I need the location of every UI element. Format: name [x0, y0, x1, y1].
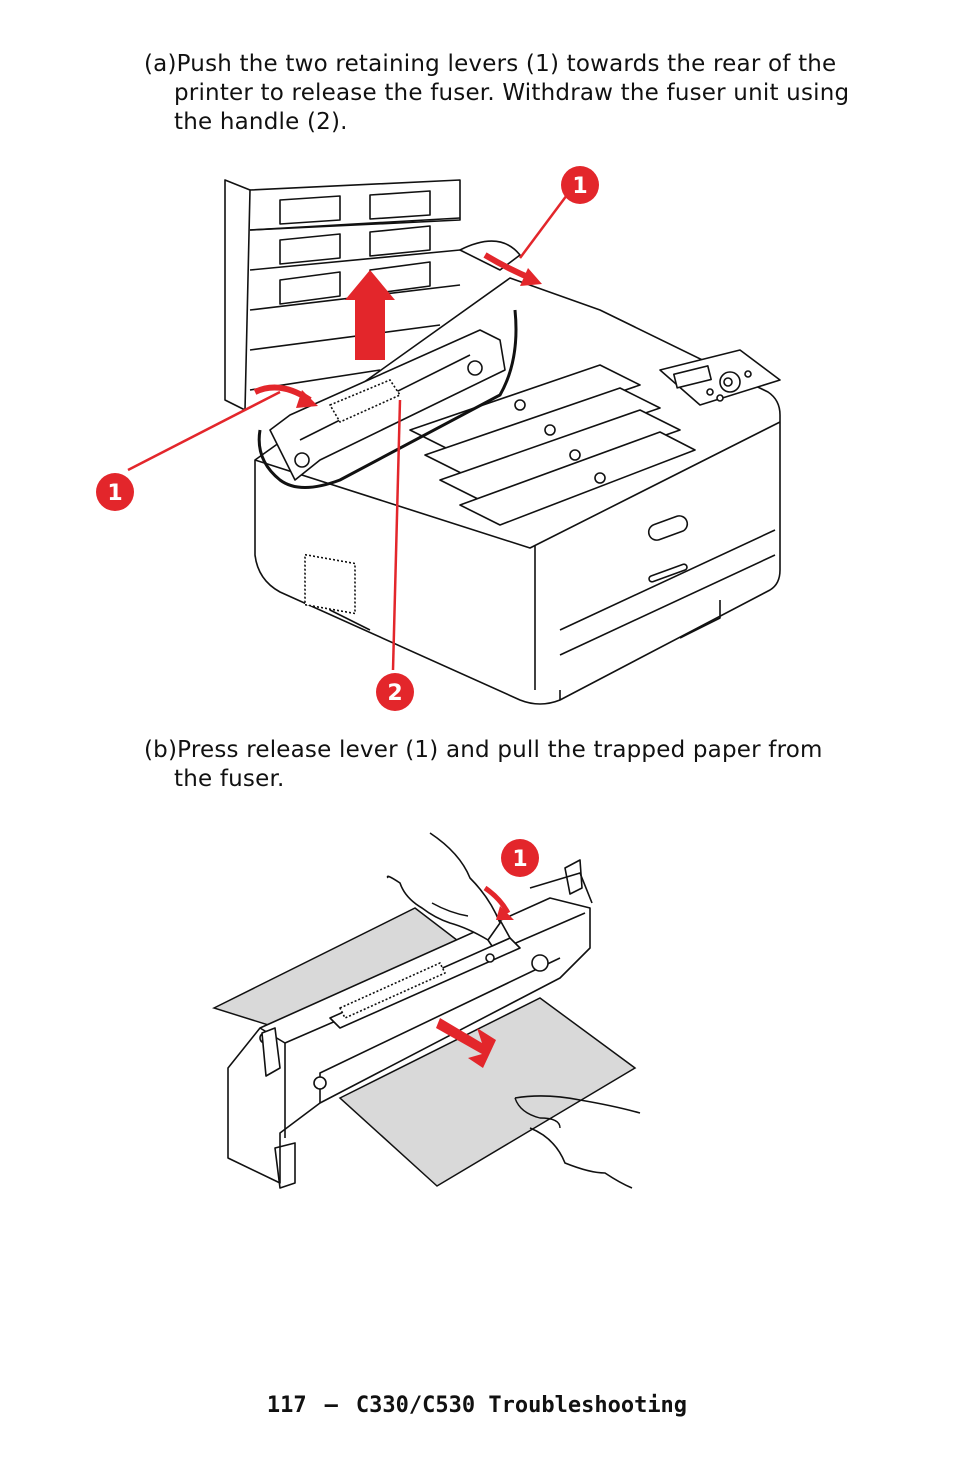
callout-number-lever-left: 1 — [107, 481, 122, 506]
page-footer: 117–C330/C530 Troubleshooting — [0, 1393, 954, 1418]
callout-number-release-lever: 1 — [512, 847, 527, 872]
figure-fuser-paper-removal: 1 — [200, 828, 660, 1198]
callout-circle-lever-left — [96, 473, 134, 511]
fuser-illustration: 1 — [211, 832, 641, 1189]
step-b-line1: Press release lever (1) and pull the tra… — [177, 737, 823, 763]
hand-pulling-paper — [514, 1095, 641, 1189]
page-number: 117 — [266, 1393, 307, 1418]
callout-circle-lever-right — [561, 166, 599, 204]
footer-title: C330/C530 Troubleshooting — [355, 1393, 688, 1418]
step-b-line2: the fuser. — [174, 766, 285, 792]
step-b-text: (b)Press release lever (1) and pull the … — [144, 736, 904, 794]
callout-circle-release-lever — [501, 839, 539, 877]
pull-direction-arrow — [436, 1018, 496, 1068]
step-a-label: (a) — [144, 51, 177, 77]
hand-pressing-lever — [386, 832, 501, 942]
callout-circle-handle — [376, 673, 414, 711]
step-a-line2: printer to release the fuser. Withdraw t… — [174, 80, 850, 106]
figure-printer-fuser-removal: 1 1 2 — [80, 160, 800, 720]
trapped-paper-front — [338, 997, 637, 1187]
callout-number-handle: 2 — [387, 681, 402, 706]
step-a-line3: the handle (2). — [174, 109, 348, 135]
step-a-line1: Push the two retaining levers (1) toward… — [176, 51, 837, 77]
footer-separator: – — [324, 1393, 338, 1418]
step-a-text: (a)Push the two retaining levers (1) tow… — [144, 50, 904, 137]
printer-illustration: 1 1 2 — [96, 166, 781, 711]
callout-number-lever-right: 1 — [572, 174, 587, 199]
step-b-label: (b) — [144, 737, 178, 763]
